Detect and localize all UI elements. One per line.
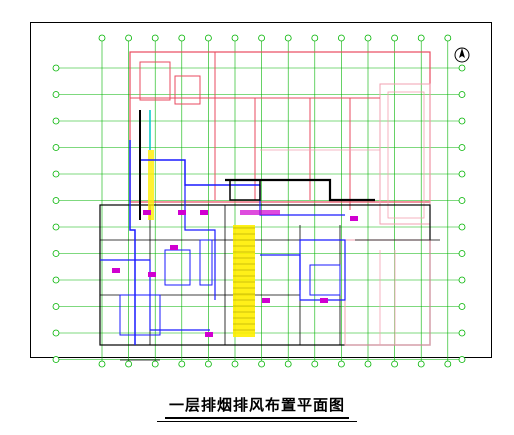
grid-bubble (458, 91, 466, 98)
fan-room (229, 179, 261, 201)
tag-4 (170, 245, 178, 250)
grid-bubble (52, 170, 60, 178)
grid-bubble (458, 329, 466, 337)
grid-bubble (52, 144, 60, 151)
shaft-1 (199, 239, 213, 286)
main-duct-upper (140, 159, 260, 186)
grid-bubble (52, 356, 60, 363)
axis-grid (52, 34, 466, 368)
grid-bubble (417, 360, 425, 368)
stair-core-2 (174, 75, 201, 105)
grid-bubble (52, 329, 60, 337)
grid-bubble (52, 64, 60, 72)
yellow-corridor (233, 225, 255, 337)
title-underline (157, 421, 357, 422)
grid-bubble (364, 34, 372, 42)
grid-bubble (458, 170, 466, 178)
grid-bubble (52, 276, 60, 284)
grid-bubble (98, 34, 106, 42)
grid-bubble (311, 34, 319, 42)
shaft-3 (119, 294, 161, 336)
grid-bubble (284, 360, 292, 368)
grid-bubble (458, 223, 466, 231)
title-block: 一层排烟排风布置平面图 (0, 394, 514, 422)
main-duct-vertical (129, 140, 136, 345)
grid-bubble (125, 360, 133, 368)
tag-5 (112, 268, 120, 273)
corridor-highlight (148, 150, 255, 337)
grid-bubble (391, 34, 399, 42)
yellow-strip-left (148, 150, 154, 220)
grid-bubble (258, 34, 266, 42)
right-pink-zone (344, 239, 431, 346)
tag-6 (148, 272, 156, 277)
tag-9 (205, 332, 213, 337)
grid-bubble (204, 360, 212, 368)
grid-bubble (391, 360, 399, 368)
north-arrow-icon (454, 47, 470, 63)
grid-bubble (458, 356, 466, 363)
grid-bubble (151, 34, 159, 42)
stair-core (139, 61, 171, 101)
grid-bubble (458, 144, 466, 151)
tag-8 (320, 298, 328, 303)
grid-bubble (204, 34, 212, 42)
grid-bubble (151, 360, 159, 368)
grid-bubble (178, 360, 186, 368)
grid-bubble (458, 197, 466, 204)
right-wing-inner (387, 91, 425, 219)
grid-bubble (458, 276, 466, 284)
grid-bubble (125, 34, 133, 42)
tag-10 (350, 216, 358, 221)
tag-11 (240, 210, 280, 215)
grid-bubble (458, 117, 466, 125)
grid-bubble (364, 360, 372, 368)
duct-branch-3 (299, 239, 346, 301)
grid-bubble (458, 250, 466, 257)
duct-branch-1 (184, 185, 216, 300)
grid-bubble (178, 34, 186, 42)
drawing-frame (30, 22, 492, 358)
tag-1 (143, 210, 151, 215)
grid-bubble (337, 34, 345, 42)
grid-bubble (311, 360, 319, 368)
grid-bubble (444, 360, 452, 368)
yellow-corridor-hatch (233, 227, 255, 331)
grid-bubble (52, 250, 60, 257)
right-wing (379, 83, 431, 225)
shaft-4 (309, 264, 341, 296)
grid-bubble (52, 303, 60, 310)
duct-branch-5 (260, 254, 301, 290)
grid-bubble (98, 360, 106, 368)
grid-bubble (52, 223, 60, 231)
grid-bubble (458, 303, 466, 310)
grid-bubble (417, 34, 425, 42)
tag-7 (262, 298, 270, 303)
grid-bubble (231, 34, 239, 42)
grid-bubble (258, 360, 266, 368)
grid-bubble (52, 197, 60, 204)
grid-bubble (337, 360, 345, 368)
duct-black-run (225, 178, 375, 202)
grid-bubble (52, 91, 60, 98)
grid-bubble (231, 360, 239, 368)
tag-3 (200, 210, 208, 215)
grid-bubble (444, 34, 452, 42)
drawing-title: 一层排烟排风布置平面图 (164, 394, 349, 419)
grid-bubble (458, 64, 466, 72)
tag-2 (178, 210, 186, 215)
equipment-tags (112, 210, 358, 337)
grid-bubble (284, 34, 292, 42)
grid-bubble (52, 117, 60, 125)
